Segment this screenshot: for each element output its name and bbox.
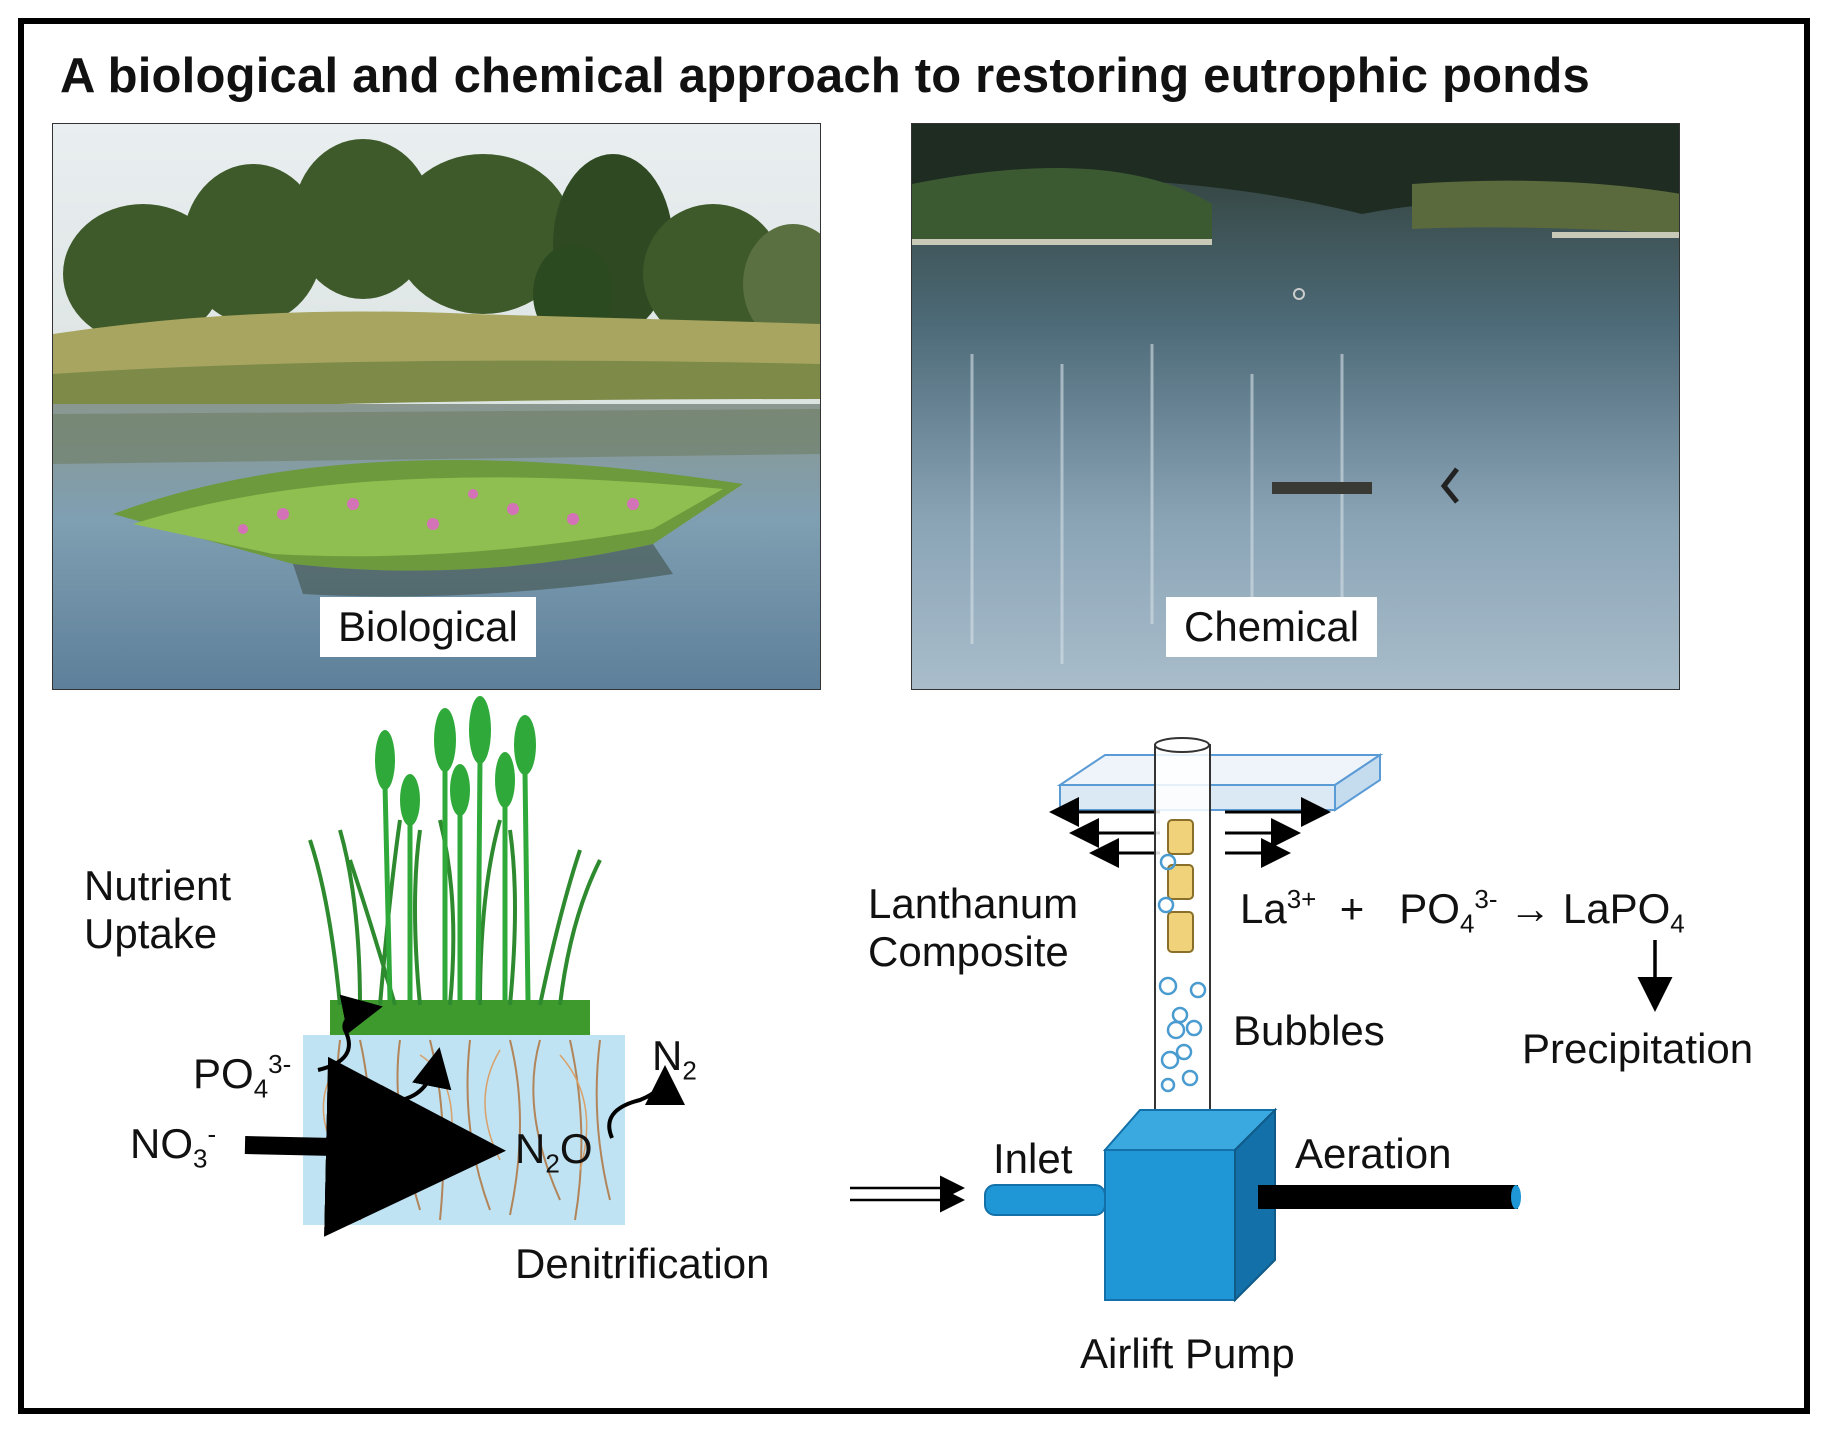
inlet-label: Inlet [993,1135,1073,1182]
chemical-pond-photo [911,123,1680,690]
airlift-pump-label: Airlift Pump [1080,1330,1295,1377]
reaction-equation: La3+ + PO43- → LaPO4 [1240,884,1685,939]
nitrous-oxide-label: N2O [515,1125,593,1179]
nitrogen-gas-label: N2 [652,1032,697,1086]
biological-pond-photo [52,123,821,690]
denitrification-label: Denitrification [515,1240,770,1287]
airlift-pump-diagram [850,737,1673,1303]
figure-title: A biological and chemical approach to re… [60,49,1590,103]
precipitation-label: Precipitation [1522,1025,1754,1072]
bubbles-label: Bubbles [1233,1007,1385,1054]
aeration-label: Aeration [1295,1130,1452,1177]
phosphate-label: PO43- [193,1049,292,1104]
chemical-label: Chemical [1166,597,1378,657]
floating-wetland-diagram [244,696,685,1237]
nitrate-label: NO3- [130,1119,217,1174]
biological-label: Biological [320,597,536,657]
